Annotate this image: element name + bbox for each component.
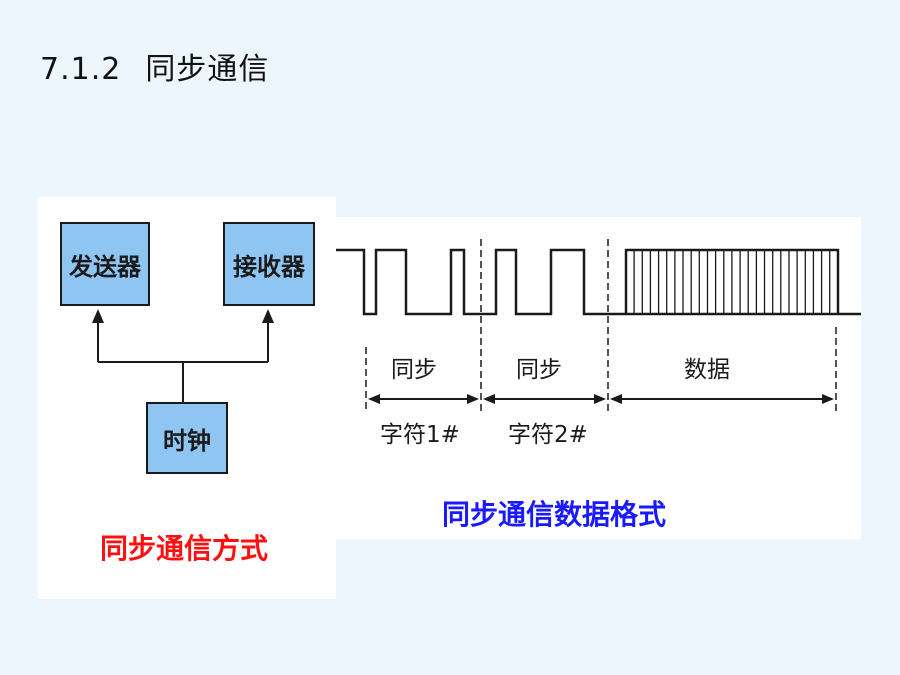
sync-format-diagram: 同步 字符1# 同步 字符2# 数据 同步通信数据格式 <box>336 217 861 539</box>
sync-format-waveform <box>336 239 861 412</box>
sync-mode-diagram: 发送器 接收器 时钟 同步通信方式 <box>38 197 336 599</box>
data-bits <box>624 248 840 314</box>
clock-box: 时钟 <box>146 402 228 474</box>
sync-mode-caption: 同步通信方式 <box>100 532 269 565</box>
receiver-box: 接收器 <box>223 222 315 306</box>
arrow-to-sender <box>92 309 104 323</box>
segment-1-bottom: 字符1# <box>380 422 460 448</box>
segment-2-top: 同步 <box>516 357 562 383</box>
sync-mode-connectors <box>92 309 274 402</box>
sender-box: 发送器 <box>60 222 150 306</box>
section-title: 同步通信 <box>145 52 270 87</box>
span-arrows <box>368 394 834 404</box>
segment-2-bottom: 字符2# <box>508 422 588 448</box>
signal-waveform <box>336 248 861 316</box>
section-number: 7.1.2 <box>40 52 122 87</box>
sync-format-caption: 同步通信数据格式 <box>442 498 667 531</box>
arrow-to-receiver <box>262 309 274 323</box>
segment-1-top: 同步 <box>391 357 437 383</box>
segment-3-top: 数据 <box>684 357 730 383</box>
slide-title: 7.1.2 同步通信 <box>40 44 269 88</box>
